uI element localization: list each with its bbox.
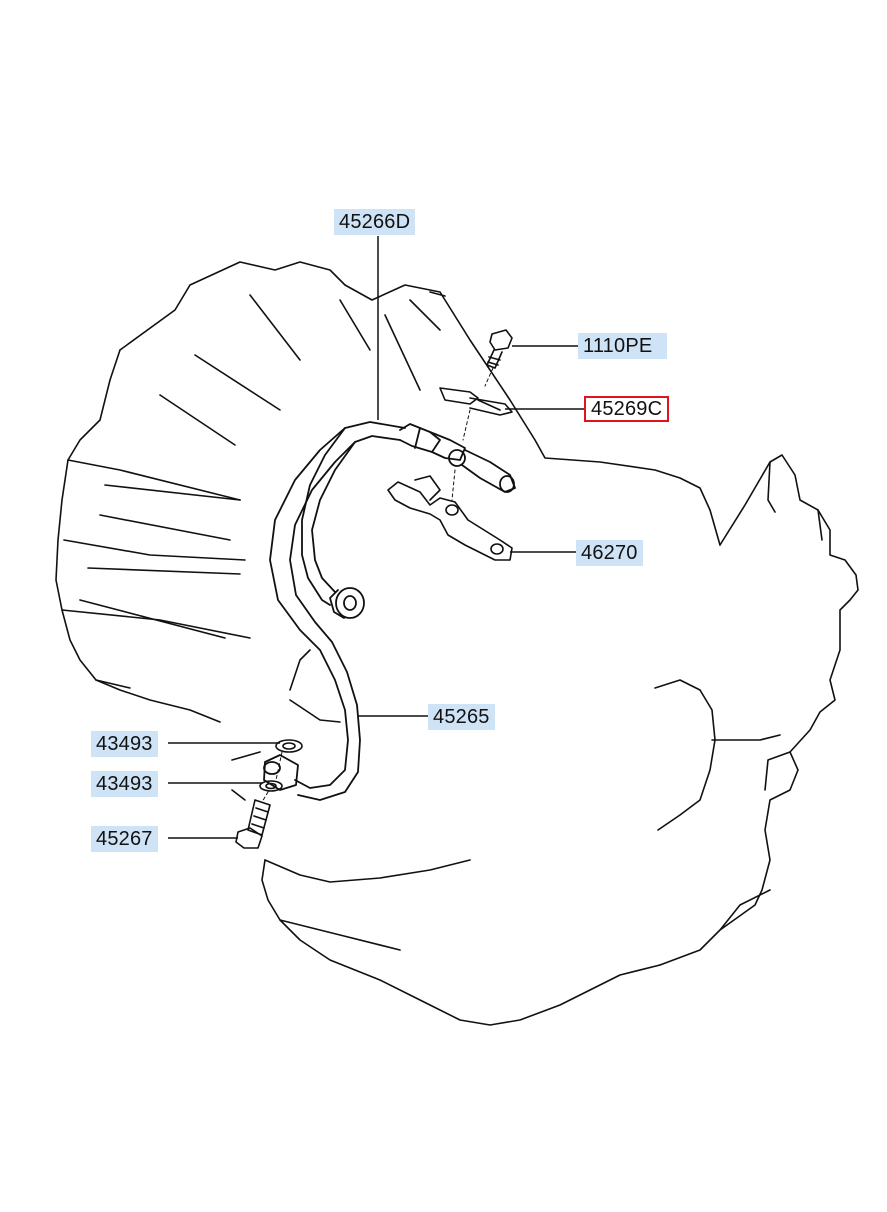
part-label-45267[interactable]: 45267	[91, 826, 158, 852]
part-label-46270[interactable]: 46270	[576, 540, 643, 566]
part-label-43493-lower[interactable]: 43493	[91, 771, 158, 797]
part-label-45265[interactable]: 45265	[428, 704, 495, 730]
part-label-45269c-selected[interactable]: 45269C	[584, 396, 670, 422]
part-label-45266d[interactable]: 45266D	[334, 209, 416, 235]
transmission-housing	[55, 261, 859, 1026]
washer-43493-upper	[275, 739, 303, 753]
part-label-43493-upper[interactable]: 43493	[91, 731, 158, 757]
part-label-1110pe[interactable]: 1110PE	[578, 333, 667, 359]
assembly-guide-lines	[261, 367, 494, 803]
clip-45269c	[439, 387, 513, 416]
washer-43493-lower	[259, 780, 283, 792]
cooler-pipe	[263, 421, 516, 801]
eye-bolt-45267	[235, 799, 271, 849]
bolt-1110pe	[486, 329, 513, 369]
bracket-46270	[387, 475, 513, 561]
leader-lines	[168, 236, 585, 839]
